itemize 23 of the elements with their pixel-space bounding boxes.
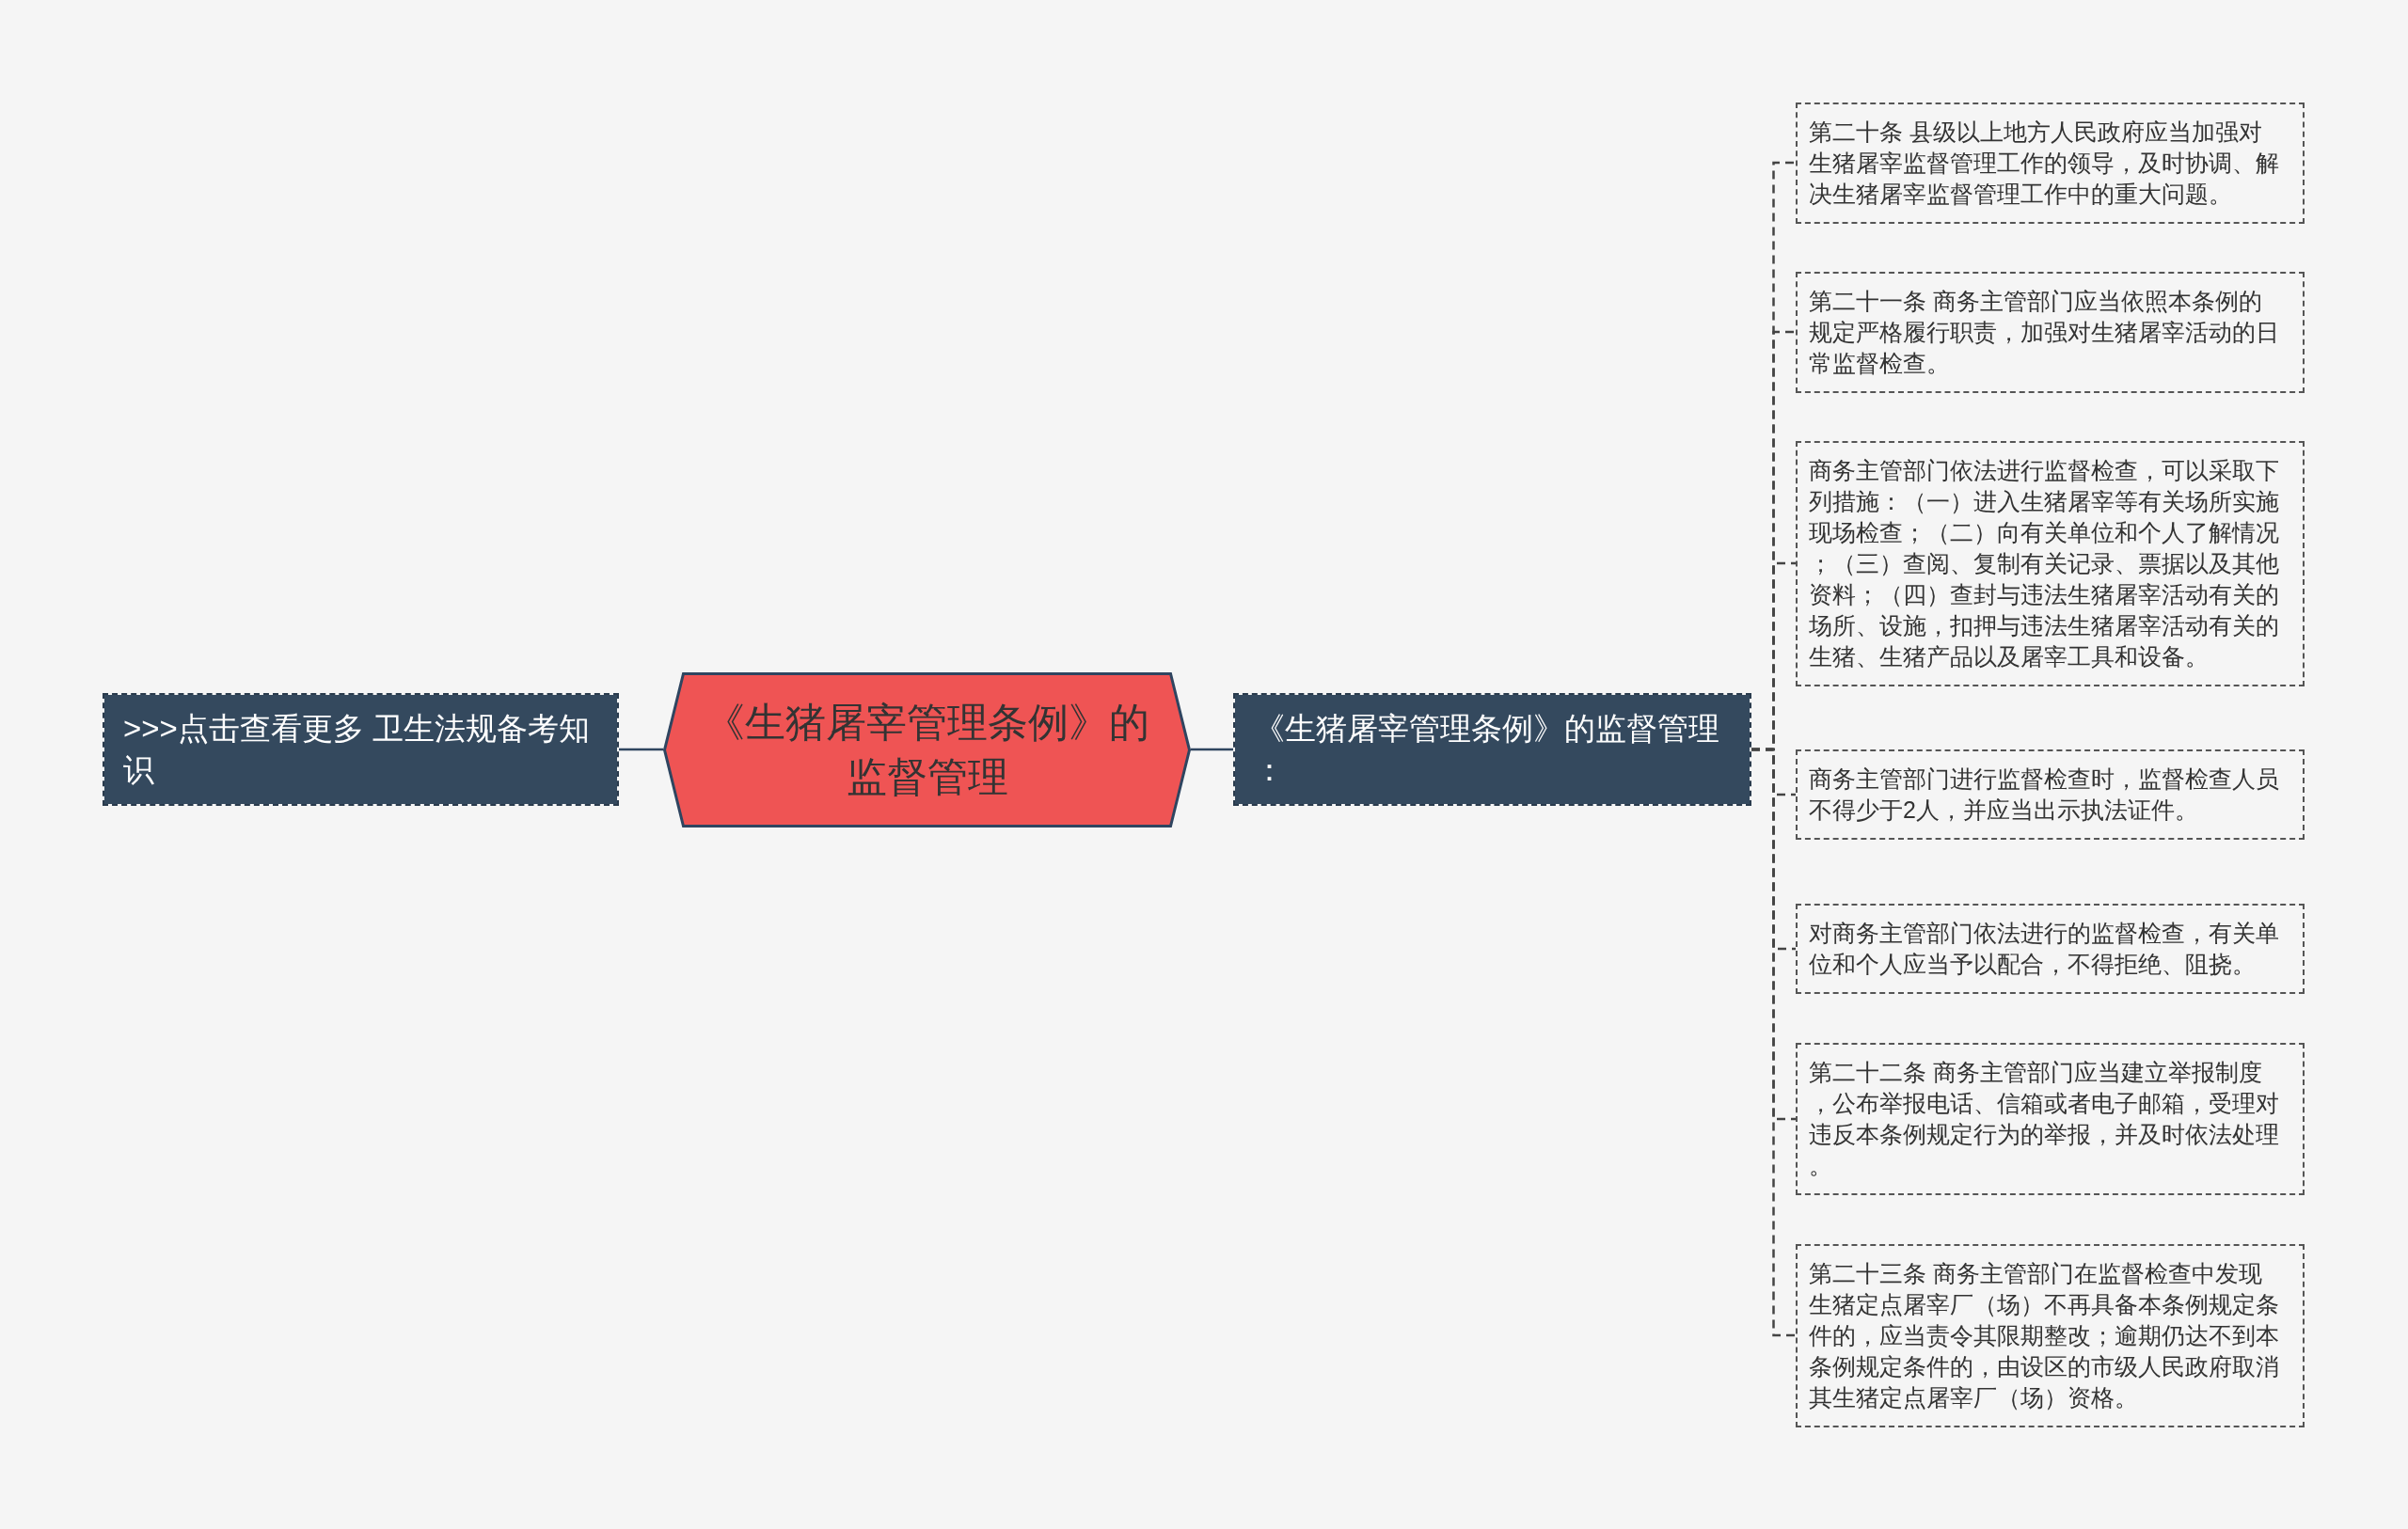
topic-text: >>>点击查看更多 卫生法规备考知识 <box>123 710 591 789</box>
topic-box <box>103 693 619 806</box>
connector-line <box>1751 748 1796 1337</box>
note-text: 商务主管部门进行监督检查时，监督检查人员不得少于2人，并应当出示执法证件。 <box>1809 764 2280 825</box>
note-box <box>1796 749 2305 840</box>
connector-line <box>1191 748 1233 751</box>
central-topic-text: 《生猪屠宰管理条例》的监督管理 <box>704 699 1150 801</box>
note-box <box>1796 904 2305 994</box>
central-topic-hexagon <box>663 671 1191 828</box>
connector-line <box>619 748 663 751</box>
note-box <box>1796 1043 2305 1195</box>
note-text: 第二十二条 商务主管部门应当建立举报制度，公布举报电话、信箱或者电子邮箱，受理对违反本条例规定行为的举报，并及时依法处理。 <box>1809 1058 2280 1180</box>
note-box <box>1796 440 2305 686</box>
topic-text: 《生猪屠宰管理条例》的监督管理： <box>1254 710 1720 789</box>
note-box <box>1796 102 2305 224</box>
note-text: 商务主管部门依法进行监督检查，可以采取下列措施：（一）进入生猪屠宰等有关场所实施现场检查；（二）向有关单位和个人了解情况；（三）查阅、复制有关记录、票据以及其他资料；（四）查封与违法生猪屠宰活动有关的场所、设施，扣押与违法生猪屠宰活动有关的生猪、生猪产品以及屠宰工具和设备。 <box>1809 455 2280 671</box>
note-text: 对商务主管部门依法进行的监督检查，有关单位和个人应当予以配合，不得拒绝、阻挠。 <box>1809 919 2280 979</box>
note-box <box>1796 1243 2305 1427</box>
note-text: 第二十条 县级以上地方人民政府应当加强对生猪屠宰监督管理工作的领导，及时协调、解决生猪屠宰监督管理工作中的重大问题。 <box>1809 117 2280 209</box>
note-text: 第二十三条 商务主管部门在监督检查中发现生猪定点屠宰厂（场）不再具备本条例规定条件的，应当责令其限期整改；逾期仍达不到本条例规定条件的，由设区的市级人民政府取消其生猪定点屠宰厂（场）资格。 <box>1809 1258 2280 1412</box>
topic-box <box>1233 693 1751 806</box>
note-box <box>1796 271 2305 393</box>
note-text: 第二十一条 商务主管部门应当依照本条例的规定严格履行职责，加强对生猪屠宰活动的日常监督检查。 <box>1809 286 2280 378</box>
